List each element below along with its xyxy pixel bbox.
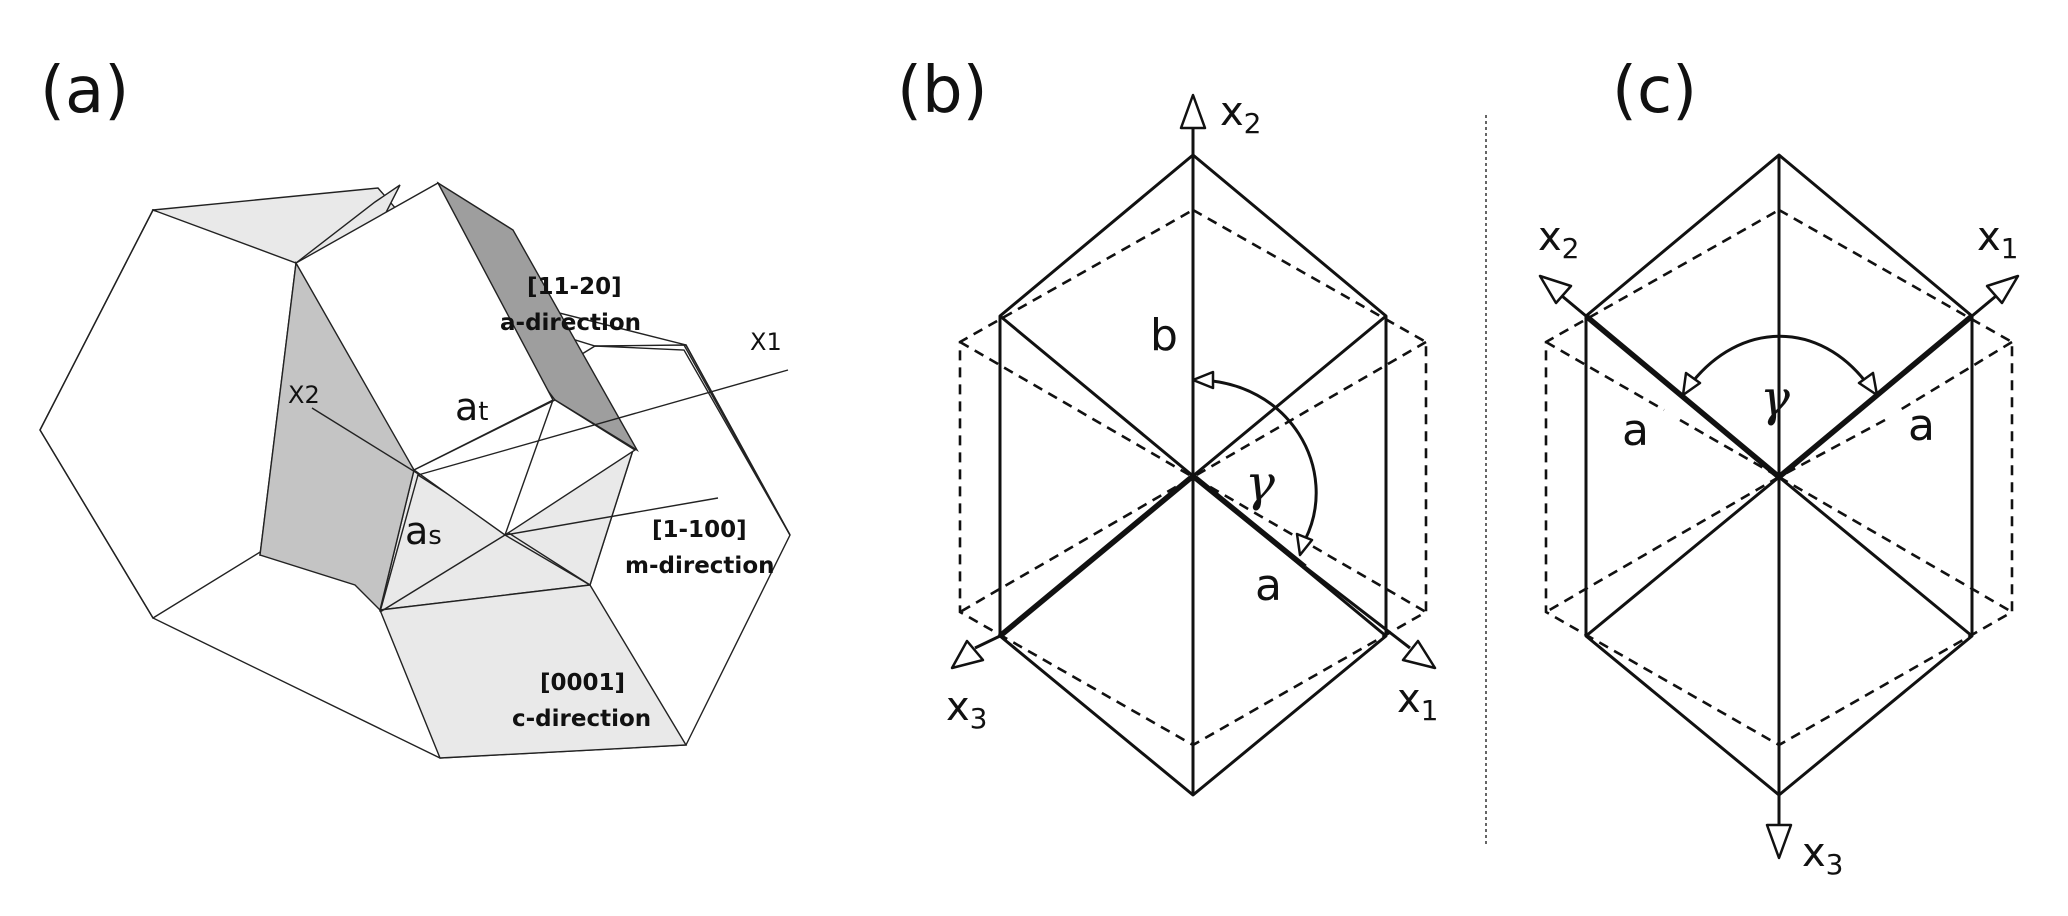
x2-label: X2 <box>288 381 320 409</box>
at-label: at <box>455 385 489 429</box>
gamma-arrow-left <box>1681 371 1702 397</box>
edge-line <box>504 534 591 586</box>
bold-segment <box>998 473 1195 639</box>
b-vector-label: b <box>1150 310 1178 361</box>
x2-axis-line <box>311 407 421 476</box>
x3-axis <box>974 634 1001 650</box>
panel-a-label: (a) <box>40 54 129 128</box>
a-vector <box>1191 473 1307 570</box>
x2-arrowhead <box>1538 274 1573 305</box>
a-right-label: a <box>1908 400 1935 451</box>
panel-a: (a) X1 X2 at as <box>39 54 791 759</box>
x1-label: X1 <box>750 328 782 356</box>
a-left-vector <box>1584 313 1781 480</box>
c-direction-name: c-direction <box>512 706 651 732</box>
solid-diagonal <box>1778 475 1973 638</box>
a-right-vector <box>1777 313 1974 480</box>
x1-axis-line <box>417 369 789 476</box>
x1-label: x1 <box>1397 676 1439 727</box>
x1-label: x1 <box>1977 214 2019 265</box>
x2-axis <box>1561 294 1587 318</box>
m-direction-index: [1-100] <box>652 517 747 543</box>
m-direction-name: m-direction <box>625 553 775 579</box>
dashed-diagonal <box>959 340 1427 614</box>
panel-b-label: (b) <box>897 54 988 128</box>
dashed-diagonal <box>1899 340 2013 412</box>
dashed-diagonal <box>1679 418 1780 479</box>
edge-line <box>504 399 554 536</box>
x1-arrowhead <box>1401 639 1437 670</box>
x1-arrowhead <box>1985 274 2020 305</box>
panel-b: (b) x2 x1 x3 b <box>897 54 1439 797</box>
gamma-label: γ <box>1245 454 1275 512</box>
x1-axis <box>1971 294 1997 318</box>
a-direction-name: a-direction <box>500 310 641 336</box>
as-label: as <box>405 509 442 553</box>
dashed-diagonal <box>1778 418 1886 479</box>
gamma-arc <box>1688 334 1870 386</box>
solid-diagonal <box>1585 475 1780 638</box>
x3-arrowhead <box>1765 823 1793 860</box>
x1-axis <box>1304 565 1411 650</box>
gamma-arrow-start <box>1191 370 1215 390</box>
c-direction-index: [0001] <box>540 670 625 696</box>
panel-c-label: (c) <box>1612 54 1697 128</box>
dashed-diagonal <box>1545 340 1665 412</box>
center-white-face <box>412 399 637 536</box>
bottom-light-face <box>379 584 688 759</box>
x3-label: x3 <box>1802 830 1844 881</box>
a-left-label: a <box>1622 405 1649 456</box>
edge-line <box>683 344 791 536</box>
gamma-label: γ <box>1760 369 1790 427</box>
x2-label: x2 <box>1538 214 1580 265</box>
a-direction-index: [11-20] <box>527 274 622 300</box>
x2-label: x2 <box>1220 89 1262 140</box>
x3-label: x3 <box>946 684 988 735</box>
edge-line <box>379 474 419 613</box>
gamma-arrow-end <box>1295 532 1314 557</box>
x3-arrowhead <box>950 639 985 670</box>
panel-c: (c) x2 x1 <box>1538 54 2020 881</box>
a-vector-label: a <box>1255 560 1282 611</box>
edge-line <box>504 497 719 536</box>
x2-arrowhead <box>1179 93 1207 130</box>
dashed-diagonal <box>1545 475 1780 614</box>
gamma-arrow-right <box>1857 371 1879 397</box>
dashed-diagonal <box>959 340 1427 614</box>
dashed-diagonal <box>1778 475 2013 614</box>
gamma-arc <box>1194 378 1318 541</box>
edge-line <box>379 534 506 613</box>
